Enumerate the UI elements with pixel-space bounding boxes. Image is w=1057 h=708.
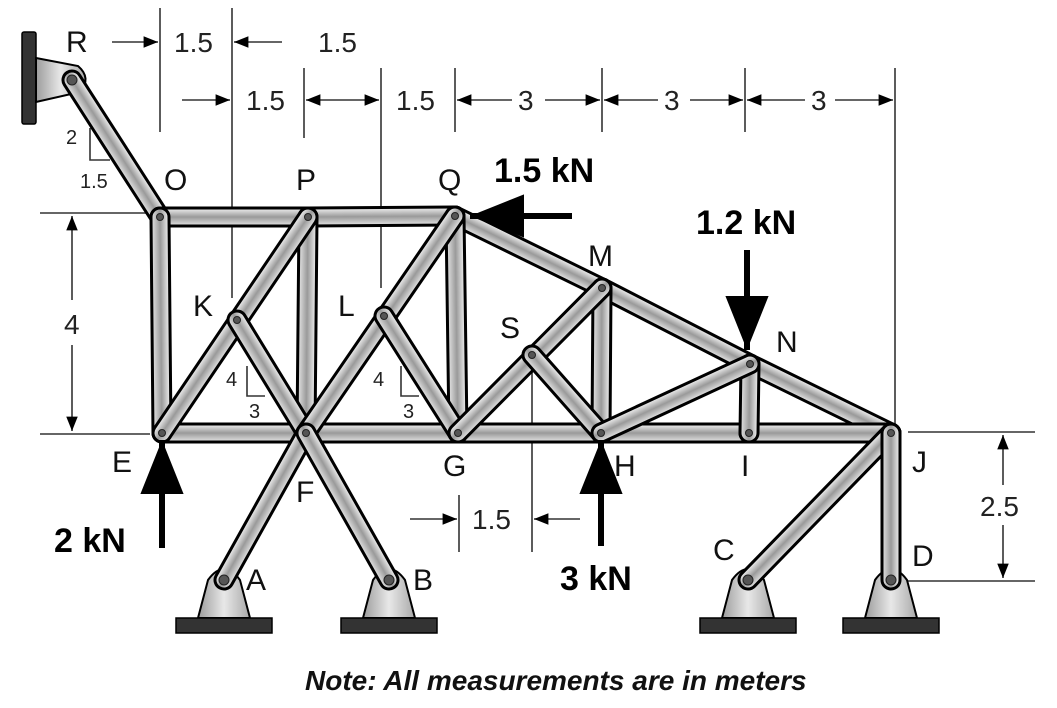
ground-plate <box>175 617 273 634</box>
pin-K <box>233 316 241 324</box>
joint-label-N: N <box>776 326 798 359</box>
joint-label-B: B <box>413 564 433 597</box>
slope-R-run: 1.5 <box>80 171 108 193</box>
pin-N <box>746 360 754 368</box>
dim-top2-d: 3 <box>664 85 680 116</box>
pin-support-B <box>340 568 438 634</box>
joint-label-D: D <box>912 540 934 573</box>
dim-bottom-GS: 1.5 <box>472 504 511 535</box>
dim-top2-c: 3 <box>518 85 534 116</box>
pin-G <box>454 429 462 437</box>
member-JD <box>880 422 902 591</box>
pin-Q <box>451 212 459 220</box>
dim-top2-b: 1.5 <box>396 85 435 116</box>
load-label-Q: 1.5 kN <box>494 152 594 190</box>
slope-R-rise: 2 <box>66 127 77 149</box>
pin-A <box>218 574 230 586</box>
dim-top2-a: 1.5 <box>246 85 285 116</box>
joint-pins <box>66 74 897 586</box>
pin-R <box>66 74 78 86</box>
joint-label-L: L <box>338 290 355 323</box>
joint-label-M: M <box>588 240 613 273</box>
pin-C <box>742 574 754 586</box>
pin-M <box>598 284 606 292</box>
wall-support-R <box>21 31 37 125</box>
pin-H <box>597 429 605 437</box>
pin-D <box>885 574 897 586</box>
pin-F <box>302 429 310 437</box>
truss-members <box>61 69 902 591</box>
pin-B <box>383 574 395 586</box>
pin-O <box>156 213 164 221</box>
joint-label-E: E <box>112 446 132 479</box>
joint-label-R: R <box>66 26 88 59</box>
joint-label-O: O <box>164 164 187 197</box>
pin-I <box>745 429 753 437</box>
joint-label-K: K <box>193 290 213 323</box>
member-HN <box>590 353 761 444</box>
load-arrows <box>140 194 769 548</box>
member-CJ <box>737 422 902 591</box>
slope-K-rise: 4 <box>226 369 237 391</box>
joint-label-J: J <box>912 446 927 479</box>
pin-L <box>380 312 388 320</box>
joint-label-I: I <box>741 450 749 483</box>
dim-top1-b: 1.5 <box>318 27 357 58</box>
pin-support-D <box>842 568 940 634</box>
pin-J <box>887 429 895 437</box>
joint-label-S: S <box>500 312 520 345</box>
joint-label-A: A <box>246 564 266 597</box>
dim-top1-a: 1.5 <box>174 27 213 58</box>
load-label-H: 3 kN <box>560 560 632 598</box>
joint-label-Q: Q <box>438 164 461 197</box>
load-label-E: 2 kN <box>54 522 126 560</box>
ground-supports <box>175 568 940 634</box>
slope-L-run: 3 <box>403 401 414 423</box>
ground-plate <box>842 617 940 634</box>
joint-labels: R O P Q M N K L S E F G H I J A B C D <box>66 26 934 597</box>
joint-label-F: F <box>296 476 314 509</box>
slope-K-run: 3 <box>249 401 260 423</box>
dim-height-OE: 4 <box>64 309 80 340</box>
dimension-lines <box>40 8 1035 582</box>
pin-S <box>528 351 536 359</box>
pin-E <box>158 429 166 437</box>
ground-plate <box>340 617 438 634</box>
ground-plate <box>699 617 797 634</box>
slope-L-rise: 4 <box>373 369 384 391</box>
load-label-N: 1.2 kN <box>696 204 796 242</box>
pin-P <box>304 213 312 221</box>
member-FB <box>295 422 400 591</box>
joint-label-H: H <box>614 450 636 483</box>
dimension-values: 1.5 1.5 1.5 1.5 3 3 3 4 2.5 1.5 2 1.5 4 … <box>64 27 1019 535</box>
dim-top2-e: 3 <box>811 85 827 116</box>
measurement-note: Note: All measurements are in meters <box>305 665 807 696</box>
dim-height-JD: 2.5 <box>980 491 1019 522</box>
joint-label-C: C <box>713 534 735 567</box>
joint-label-G: G <box>443 450 466 483</box>
joint-label-P: P <box>296 164 316 197</box>
